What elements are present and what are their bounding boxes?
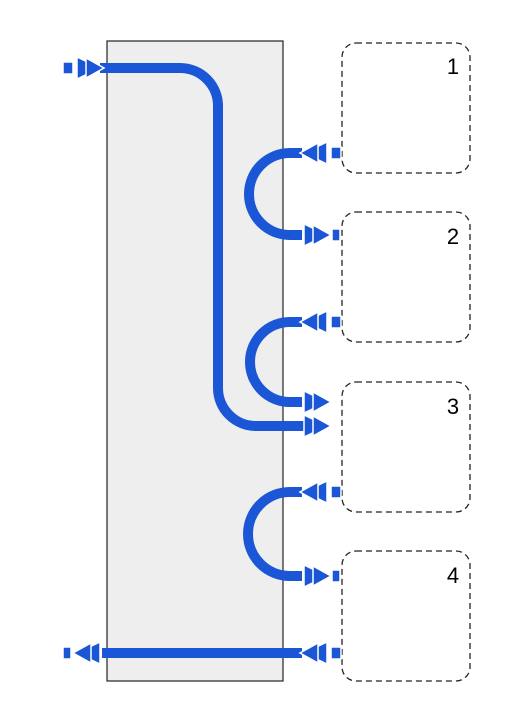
output-tail-marker [62,646,72,660]
box-2: 2 [341,211,471,343]
box-1-frame [341,42,471,174]
box3-out-arrowhead-2 [298,480,319,504]
box2-in-tail-marker [331,228,341,242]
box-3-label: 3 [447,394,459,419]
box-2-label: 2 [447,224,459,249]
box-2-frame [341,211,471,343]
output-arrowhead-2 [71,641,92,665]
box3-out-tail-marker [330,485,342,499]
flow-markers [62,55,342,666]
loop-3-4-line [243,487,302,581]
flow-lines [100,63,306,658]
main-flow-line [100,63,306,431]
loop-1-2-line [244,148,302,240]
box-4: 4 [341,550,471,682]
box-4-frame [341,550,471,682]
box2-in-arrowhead-2 [312,223,333,247]
box-1-label: 1 [447,54,459,79]
box1-out-tail-marker [330,146,342,160]
box3-in-loop-arrowhead-2 [312,390,333,414]
box3-in-main-arrowhead-2 [312,414,333,438]
box4-in-tail-marker [331,569,341,583]
box4-in-arrowhead-2 [312,564,333,588]
box2-out-tail-marker [330,315,342,329]
box-3-frame [341,381,471,513]
box2-out-arrowhead-2 [298,310,319,334]
loop-2-3-line [245,317,302,407]
box-4-label: 4 [447,563,459,588]
box1-out-arrowhead-2 [298,141,319,165]
central-panel [106,40,284,682]
box-1: 1 [341,42,471,174]
box4-out-arrowhead-2 [298,641,319,665]
box-3: 3 [341,381,471,513]
input-arrowhead-2 [85,56,106,80]
box4-out-tail-marker [330,646,342,660]
input-tail-marker [62,61,74,75]
